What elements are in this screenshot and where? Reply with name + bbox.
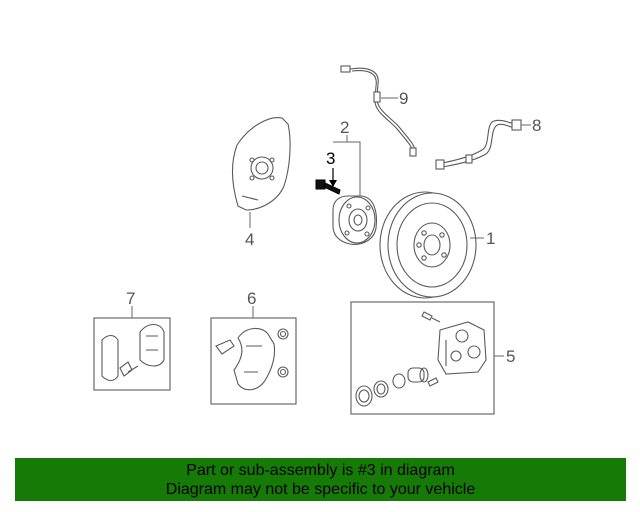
part-6-caliper-bracket[interactable] bbox=[210, 317, 297, 405]
callout-4: 4 bbox=[245, 230, 254, 249]
callout-1: 1 bbox=[486, 229, 495, 248]
part-9-abs-sensor-wire[interactable] bbox=[340, 65, 417, 157]
footer-line-1: Part or sub-assembly is #3 in diagram bbox=[186, 462, 455, 479]
part-3-hub-bolt[interactable] bbox=[315, 179, 341, 195]
callout-3: 3 bbox=[326, 149, 335, 168]
part-8-brake-hose[interactable] bbox=[435, 119, 522, 170]
part-1-brake-rotor[interactable] bbox=[379, 191, 477, 299]
part-7-brake-pad-set[interactable] bbox=[93, 317, 171, 391]
footer-line-2: Diagram may not be specific to your vehi… bbox=[165, 481, 476, 498]
part-2-hub-bearing[interactable] bbox=[332, 195, 378, 245]
callout-9: 9 bbox=[399, 89, 408, 108]
callout-2: 2 bbox=[340, 118, 349, 137]
part-5-caliper-assembly[interactable] bbox=[350, 301, 495, 415]
callout-5: 5 bbox=[506, 347, 515, 366]
callout-7: 7 bbox=[126, 289, 135, 308]
callout-6: 6 bbox=[247, 289, 256, 308]
part-4-dust-shield[interactable] bbox=[232, 117, 291, 211]
callout-8: 8 bbox=[532, 116, 541, 135]
footer-banner: Part or sub-assembly is #3 in diagram Di… bbox=[15, 458, 626, 501]
